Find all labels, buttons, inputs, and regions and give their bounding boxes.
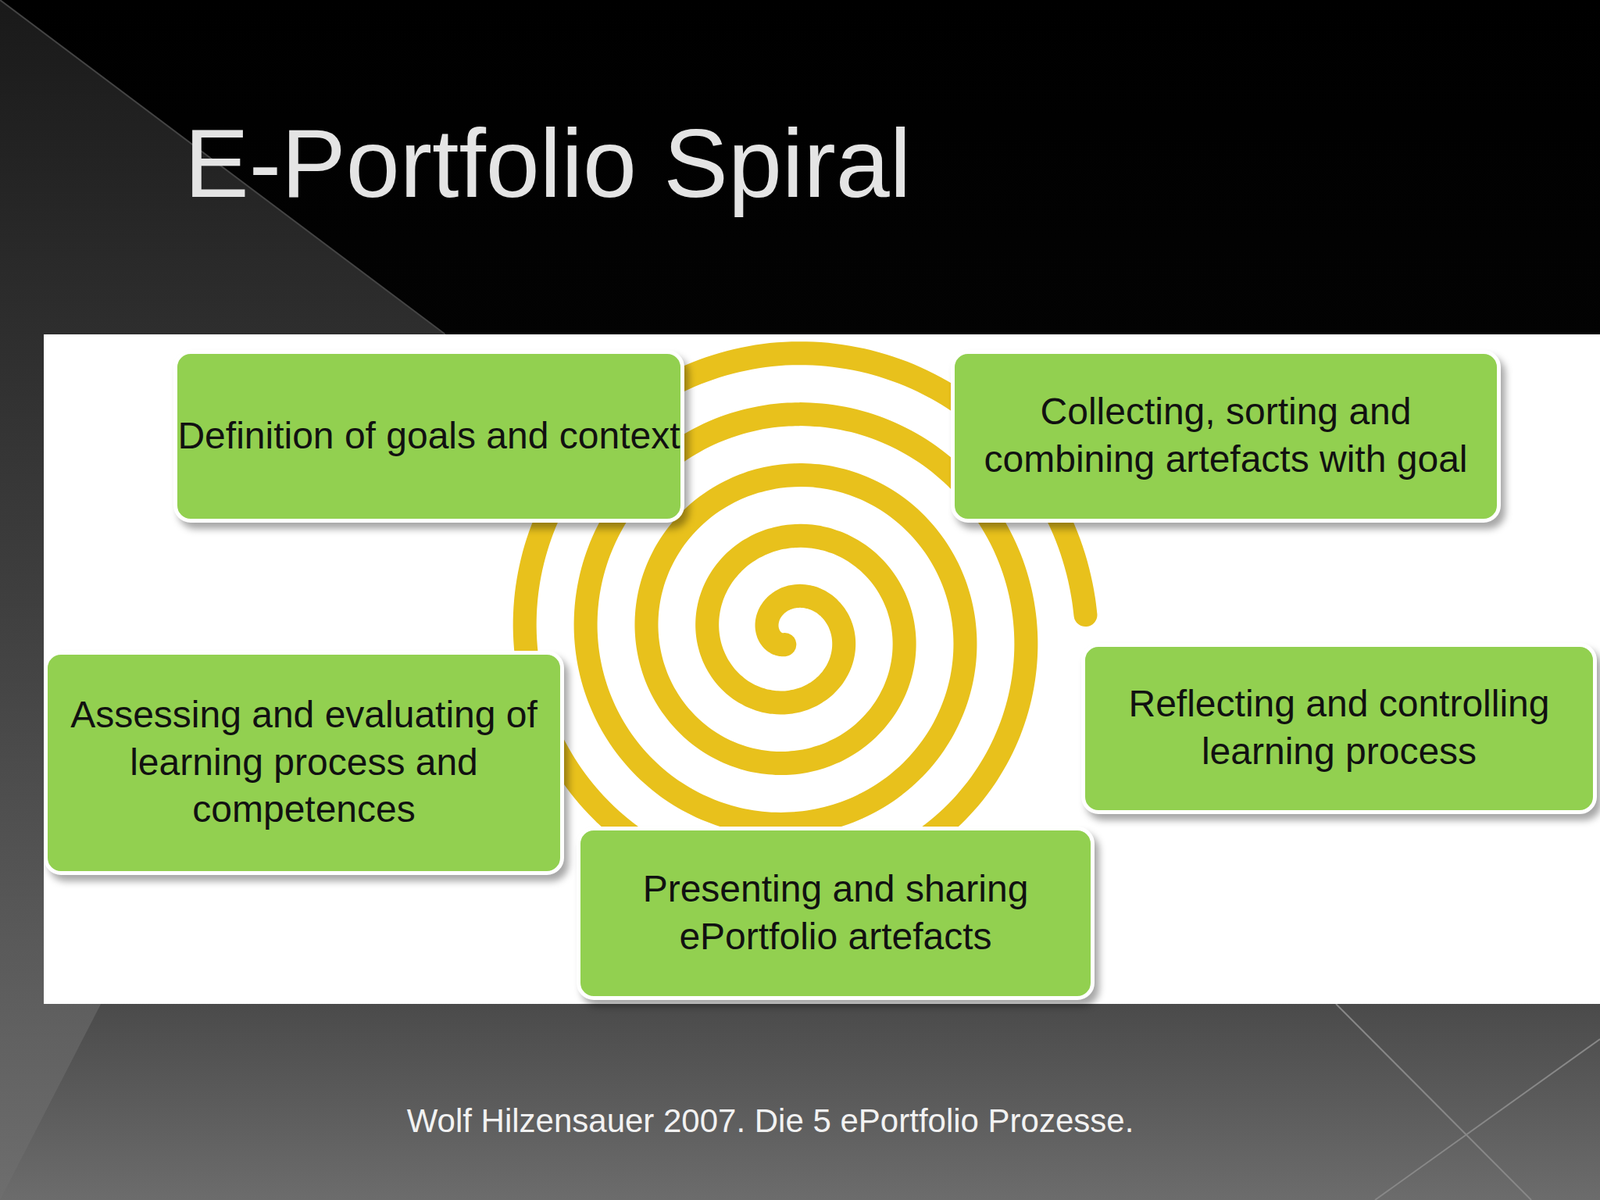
process-label: Definition of goals and context bbox=[177, 412, 680, 461]
box-text-stack: Reflecting and controlling learning proc… bbox=[1085, 680, 1593, 776]
slide-title: E-Portfolio Spiral bbox=[184, 107, 911, 220]
process-label: Presenting and sharing ePortfolio artefa… bbox=[580, 865, 1091, 961]
process-label: Assessing and evaluating of learning pro… bbox=[47, 691, 561, 835]
process-label: Reflecting and controlling learning proc… bbox=[1085, 680, 1593, 776]
background-line bbox=[1335, 1003, 1532, 1200]
box-text-stack: Assessing and evaluating of learning pro… bbox=[47, 691, 561, 835]
white-panel bbox=[43, 334, 1600, 1004]
process-box: Reflecting and controlling learning proc… bbox=[1081, 642, 1597, 815]
process-label: Collecting, sorting and combining artefa… bbox=[954, 388, 1497, 484]
process-box: Definition of goals and context bbox=[173, 350, 685, 523]
source-caption: Wolf Hilzensauer 2007. Die 5 ePortfolio … bbox=[0, 1101, 1541, 1141]
process-box: Assessing and evaluating of learning pro… bbox=[43, 650, 565, 875]
box-text-stack: Definition of goals and context bbox=[177, 412, 680, 461]
box-text-stack: Collecting, sorting and combining artefa… bbox=[954, 388, 1497, 484]
process-box: Collecting, sorting and combining artefa… bbox=[950, 350, 1501, 523]
box-text-stack: Presenting and sharing ePortfolio artefa… bbox=[580, 865, 1091, 961]
background-line bbox=[1375, 1039, 1600, 1200]
process-box: Presenting and sharing ePortfolio artefa… bbox=[576, 826, 1095, 1000]
